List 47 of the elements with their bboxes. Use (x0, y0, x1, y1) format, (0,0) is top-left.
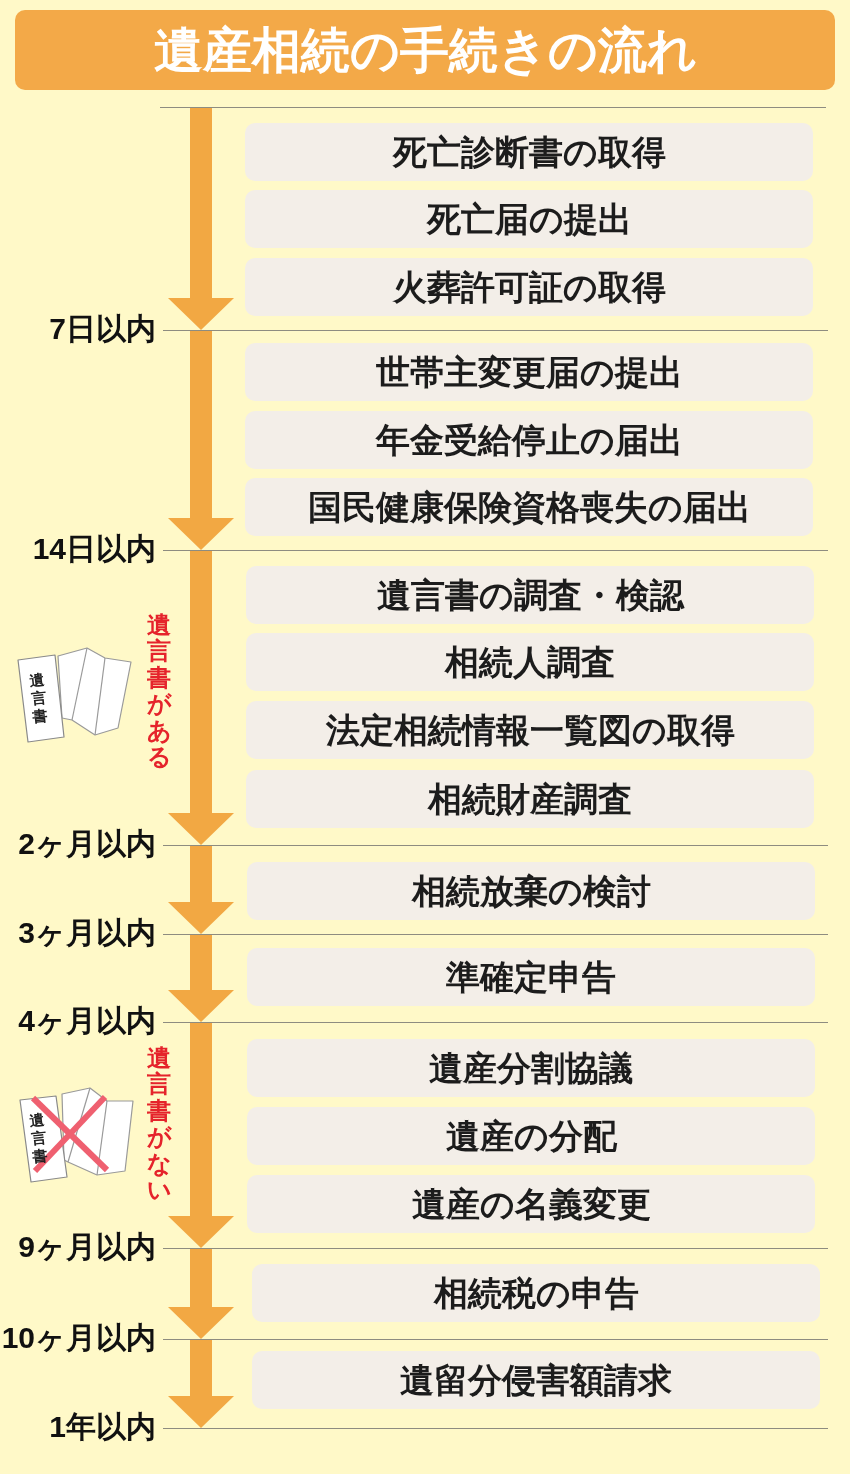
step-label: 死亡届の提出 (426, 202, 632, 236)
deadline-label: 1年以内 (49, 1412, 156, 1442)
deadline-label: 7日以内 (49, 314, 156, 344)
step-box (246, 566, 814, 624)
step-label: 相続財産調査 (428, 782, 632, 816)
step-label: 準確定申告 (446, 960, 616, 994)
step-label: 遺留分侵害額請求 (400, 1363, 672, 1397)
step-label: 国民健康保険資格喪失の届出 (307, 490, 751, 524)
step-box (245, 343, 813, 401)
deadline-label: 10ヶ月以内 (1, 1323, 156, 1353)
step-label: 遺言書の調査・検認 (376, 578, 684, 612)
deadline-label: 14日以内 (32, 534, 156, 564)
step-box (247, 1107, 815, 1165)
deadline-label: 4ヶ月以内 (18, 1006, 156, 1036)
title: 遺産相続の手続きの流れ (153, 25, 697, 75)
step-label: 年金受給停止の届出 (375, 423, 683, 457)
step-box (247, 1175, 815, 1233)
step-box (245, 258, 813, 316)
step-box (246, 701, 814, 759)
step-label: 遺産分割協議 (429, 1051, 633, 1085)
step-label: 法定相続情報一覧図の取得 (325, 713, 735, 747)
step-label: 遺産の分配 (445, 1119, 617, 1153)
step-label: 相続放棄の検討 (411, 874, 651, 908)
step-label: 遺産の名義変更 (411, 1187, 651, 1221)
step-box (247, 1039, 815, 1097)
step-box (252, 1264, 820, 1322)
step-box (252, 1351, 820, 1409)
step-box (245, 190, 813, 248)
step-label: 死亡診断書の取得 (392, 135, 666, 169)
step-box (246, 633, 814, 691)
step-box (246, 770, 814, 828)
step-label: 相続人調査 (445, 645, 615, 679)
condition-note: 遺言書がある (147, 612, 171, 771)
deadline-label: 9ヶ月以内 (18, 1232, 156, 1262)
deadline-label: 3ヶ月以内 (18, 918, 156, 948)
step-label: 世帯主変更届の提出 (375, 355, 683, 389)
document-title: 遺言書 (28, 1110, 49, 1166)
step-box (245, 478, 813, 536)
step-label: 相続税の申告 (433, 1276, 639, 1310)
step-label: 火葬許可証の取得 (392, 270, 666, 304)
step-box (245, 411, 813, 469)
step-box (247, 862, 815, 920)
step-box (245, 123, 813, 181)
step-box (247, 948, 815, 1006)
document-title: 遺言書 (28, 670, 49, 726)
deadline-label: 2ヶ月以内 (18, 829, 156, 859)
condition-note: 遺言書がない (147, 1045, 171, 1204)
